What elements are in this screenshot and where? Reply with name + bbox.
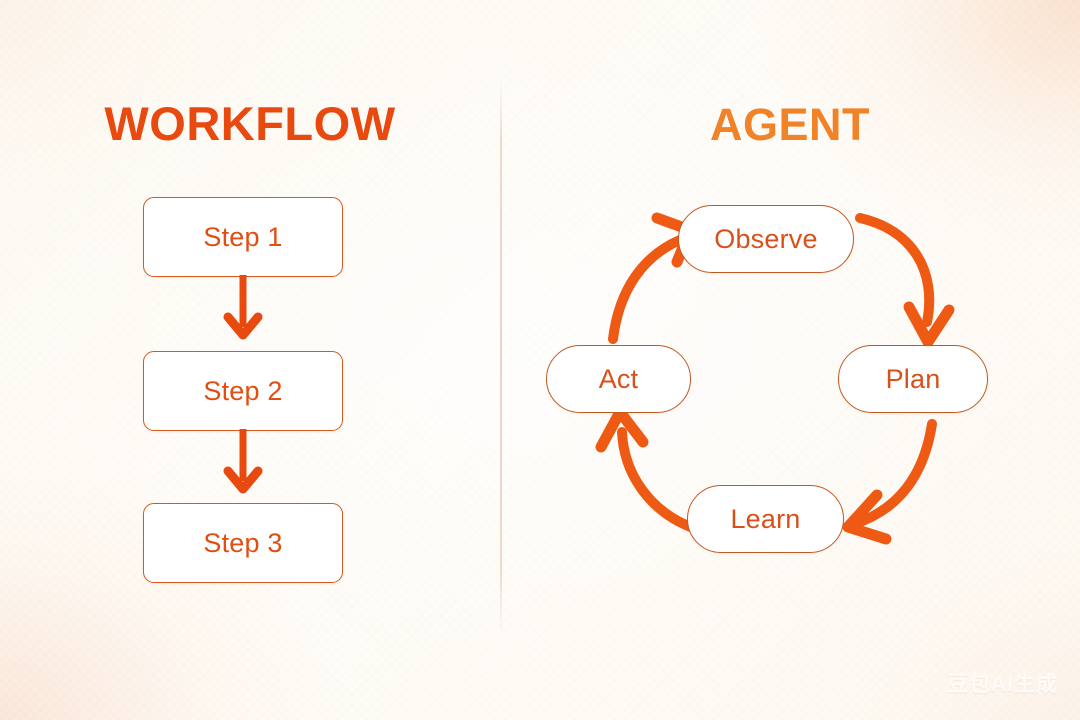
agent-title: AGENT	[710, 99, 870, 150]
down-arrow-icon-step1-step2	[207, 275, 279, 343]
agent-node-act[interactable]: Act	[546, 345, 691, 413]
agent-node-learn[interactable]: Learn	[687, 485, 844, 553]
workflow-step-3-label: Step 3	[203, 527, 283, 558]
workflow-step-2-box[interactable]: Step 2	[143, 351, 343, 431]
agent-node-learn-label: Learn	[730, 503, 801, 534]
agent-node-plan[interactable]: Plan	[838, 345, 988, 413]
workflow-step-2-label: Step 2	[203, 375, 283, 406]
workflow-step-1-label: Step 1	[203, 221, 283, 252]
section-divider	[500, 78, 502, 634]
agent-node-observe[interactable]: Observe	[678, 205, 854, 273]
workflow-step-1-box[interactable]: Step 1	[143, 197, 343, 277]
agent-node-observe-label: Observe	[714, 223, 818, 254]
arc-observe-to-plan-icon	[855, 213, 955, 348]
workflow-step-3-box[interactable]: Step 3	[143, 503, 343, 583]
workflow-title: WORKFLOW	[104, 97, 396, 150]
arc-plan-to-learn-icon	[842, 419, 937, 545]
agent-node-act-label: Act	[598, 363, 639, 394]
watermark-label: 豆包AI生成	[947, 673, 1058, 696]
agent-node-plan-label: Plan	[885, 363, 941, 394]
down-arrow-icon-step2-step3	[207, 429, 279, 497]
arc-learn-to-act-icon	[595, 406, 701, 534]
agent-cycle: Observe Plan Learn Act	[500, 150, 1080, 620]
